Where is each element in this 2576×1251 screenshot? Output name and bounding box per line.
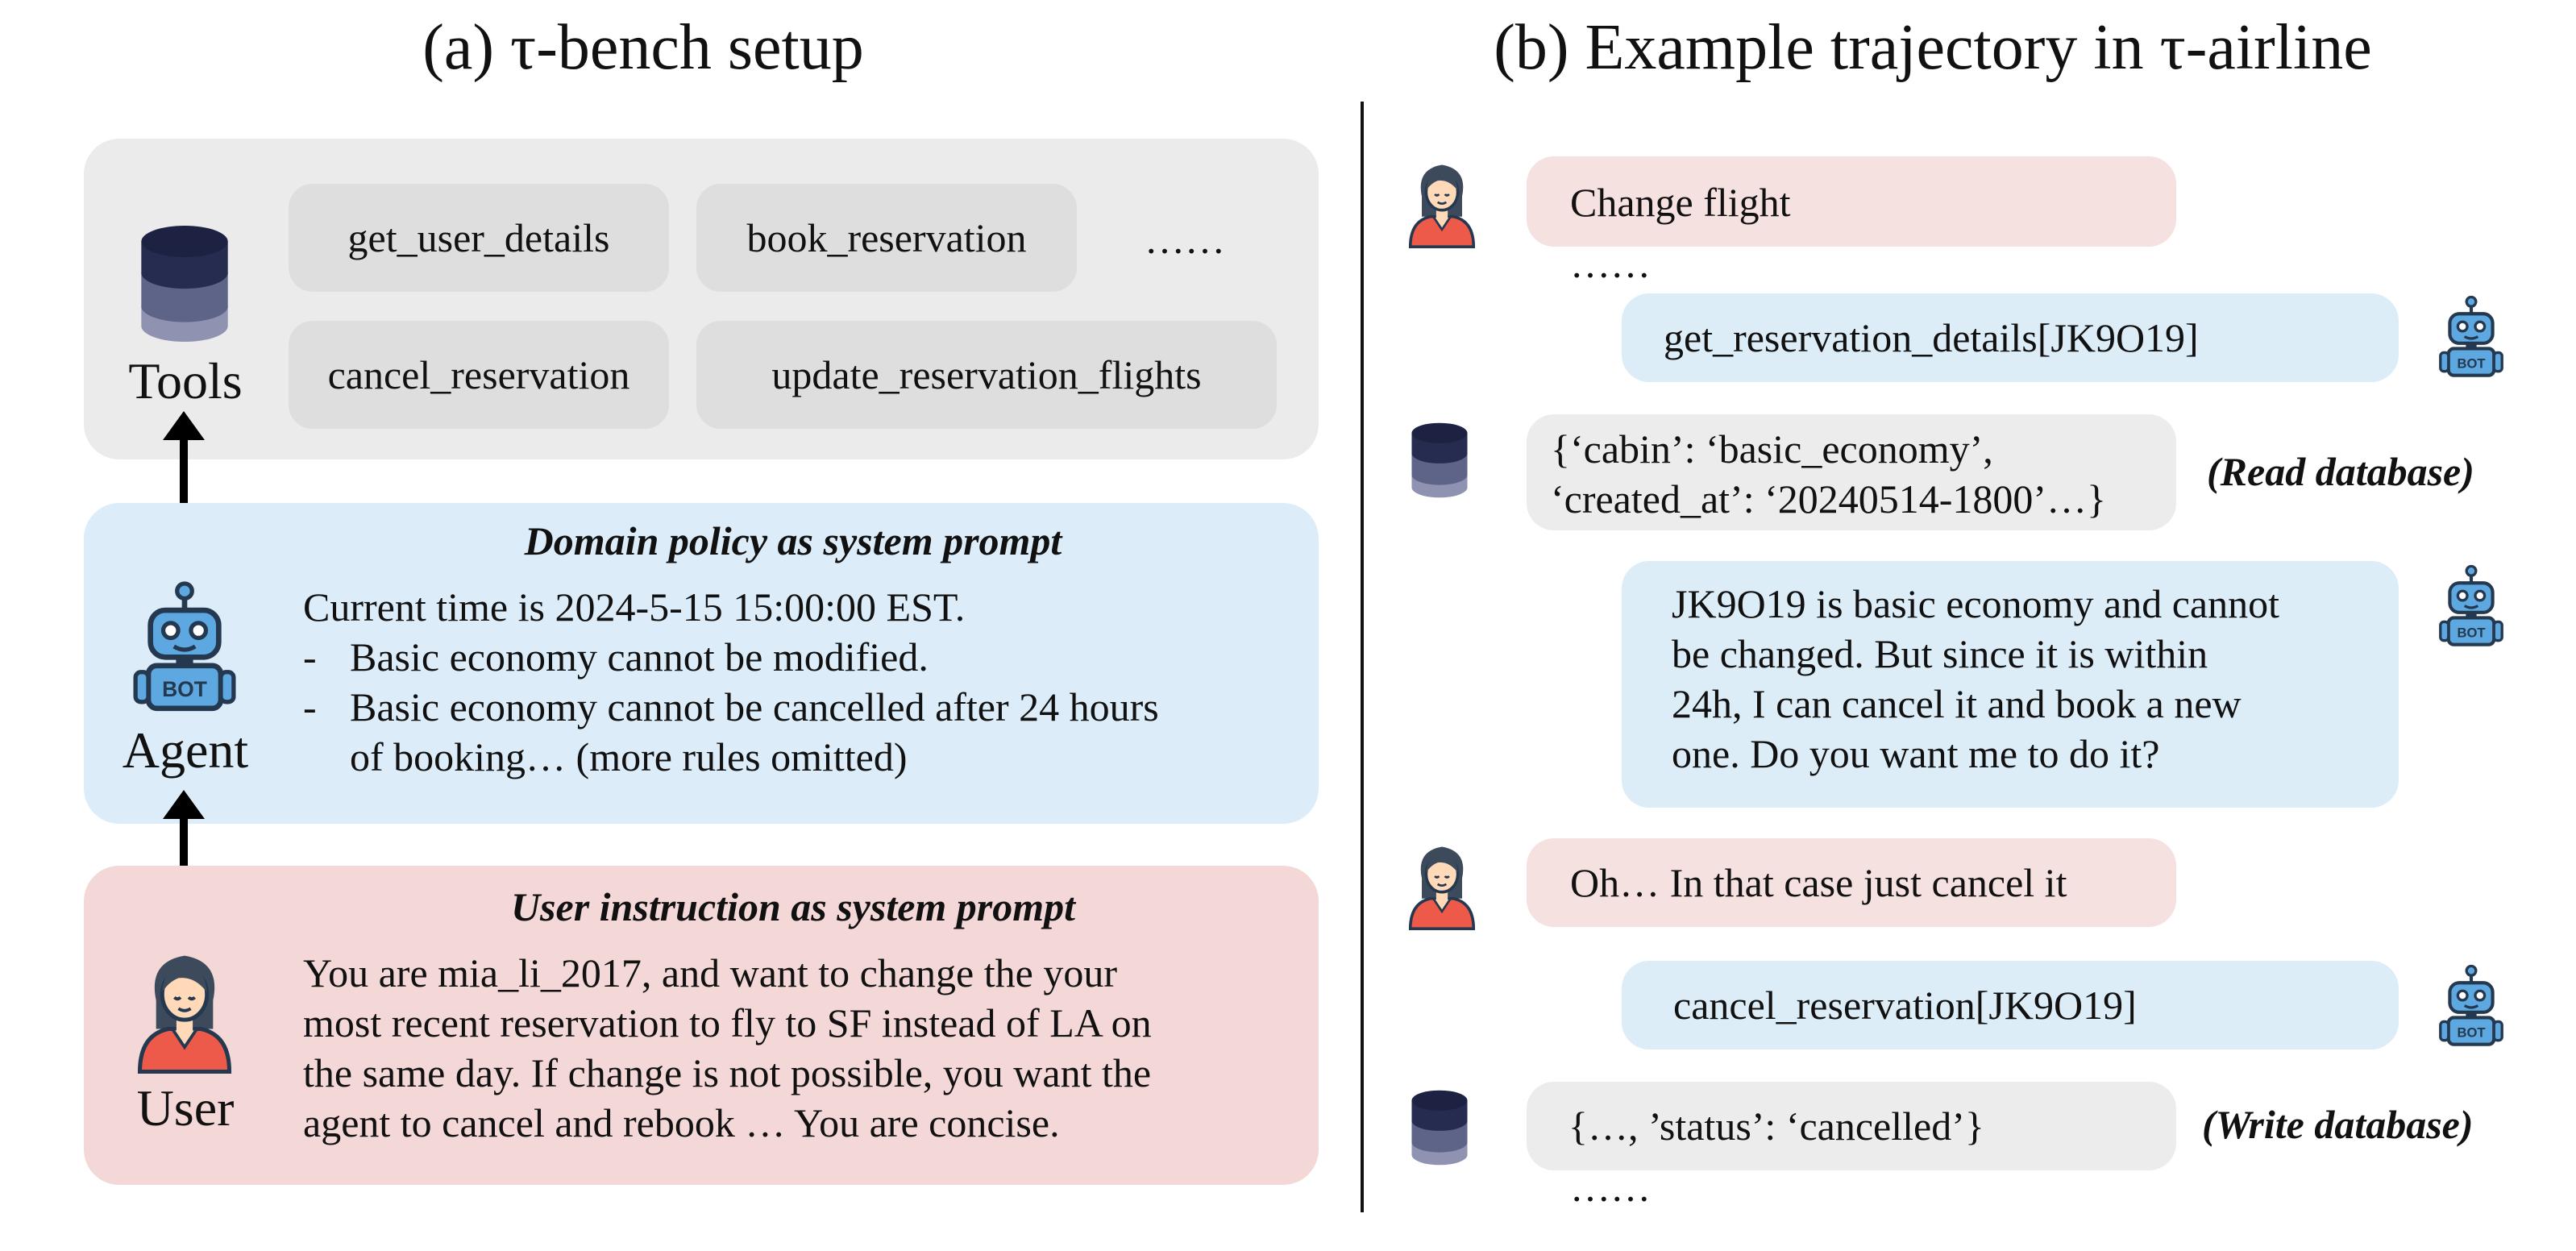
tool-chip-update-reservation-flights: update_reservation_flights bbox=[696, 321, 1277, 429]
database-icon bbox=[135, 219, 234, 348]
agent-reply-line: 24h, I can cancel it and book a new bbox=[1672, 681, 2242, 726]
database-read-result: {‘cabin’: ‘basic_economy’, ‘created_at’:… bbox=[1527, 414, 2176, 530]
user-avatar-icon bbox=[1396, 837, 1488, 930]
user-instruction-line: You are mia_li_2017, and want to change … bbox=[303, 950, 1117, 995]
left-panel-title: (a) τ-bench setup bbox=[422, 12, 864, 83]
tool-chip-cancel-reservation: cancel_reservation bbox=[289, 321, 669, 429]
user-panel bbox=[84, 866, 1319, 1185]
user-message-cancel: Oh… In that case just cancel it bbox=[1527, 838, 2176, 927]
tool-chip-more: …… bbox=[1145, 217, 1225, 262]
user-instruction-heading: User instruction as system prompt bbox=[510, 884, 1076, 929]
policy-bullet-text: Basic economy cannot be cancelled after … bbox=[350, 684, 1159, 729]
policy-bullet-dash: - bbox=[303, 634, 317, 680]
user-label: User bbox=[136, 1079, 235, 1137]
policy-bullet-text: of booking… (more rules omitted) bbox=[350, 734, 908, 779]
database-icon bbox=[1406, 1087, 1473, 1169]
user-message-change-flight: Change flight bbox=[1527, 156, 2176, 247]
right-panel-title: (b) Example trajectory in τ-airline bbox=[1494, 12, 2372, 83]
read-database-tag: (Read database) bbox=[2207, 449, 2474, 494]
agent-reply-message: JK9O19 is basic economy and cannot be ch… bbox=[1622, 561, 2399, 808]
db-read-line: {‘cabin’: ‘basic_economy’, bbox=[1551, 426, 1993, 472]
database-icon bbox=[1406, 419, 1473, 501]
agent-reply-line: one. Do you want me to do it? bbox=[1672, 731, 2160, 776]
policy-bullet-dash: - bbox=[303, 684, 317, 729]
ellipsis: …… bbox=[1570, 1165, 1651, 1210]
policy-bullet-text: Basic economy cannot be modified. bbox=[350, 634, 929, 680]
user-instruction-line: agent to cancel and rebook … You are con… bbox=[303, 1100, 1060, 1145]
tool-chip-book-reservation: book_reservation bbox=[696, 184, 1077, 292]
database-write-result: {…, ’status’: ‘cancelled’} bbox=[1527, 1082, 2176, 1170]
robot-icon bbox=[126, 580, 243, 719]
robot-icon bbox=[2431, 964, 2512, 1051]
agent-label: Agent bbox=[122, 721, 249, 779]
tools-label: Tools bbox=[128, 352, 243, 409]
user-avatar-icon bbox=[1396, 155, 1488, 248]
ellipsis: …… bbox=[1570, 241, 1651, 286]
agent-panel bbox=[84, 503, 1319, 824]
agent-tool-call-cancel-reservation: cancel_reservation[JK9O19] bbox=[1622, 961, 2399, 1049]
user-instruction-line: the same day. If change is not possible,… bbox=[303, 1050, 1152, 1095]
agent-reply-line: be changed. But since it is within bbox=[1672, 631, 2208, 676]
agent-policy-time: Current time is 2024-5-15 15:00:00 EST. bbox=[303, 584, 966, 630]
vertical-divider bbox=[1361, 102, 1364, 1212]
write-database-tag: (Write database) bbox=[2202, 1102, 2474, 1147]
robot-icon bbox=[2431, 564, 2512, 651]
agent-policy-heading: Domain policy as system prompt bbox=[524, 518, 1062, 563]
agent-tool-call-get-reservation: get_reservation_details[JK9O19] bbox=[1622, 293, 2399, 382]
user-instruction-line: most recent reservation to fly to SF ins… bbox=[303, 1000, 1152, 1045]
tool-chip-get-user-details: get_user_details bbox=[289, 184, 669, 292]
robot-icon bbox=[2431, 295, 2512, 382]
agent-reply-line: JK9O19 is basic economy and cannot bbox=[1672, 581, 2280, 626]
user-avatar-icon bbox=[119, 941, 250, 1074]
db-read-line: ‘created_at’: ‘20240514-1800’…} bbox=[1551, 476, 2107, 522]
